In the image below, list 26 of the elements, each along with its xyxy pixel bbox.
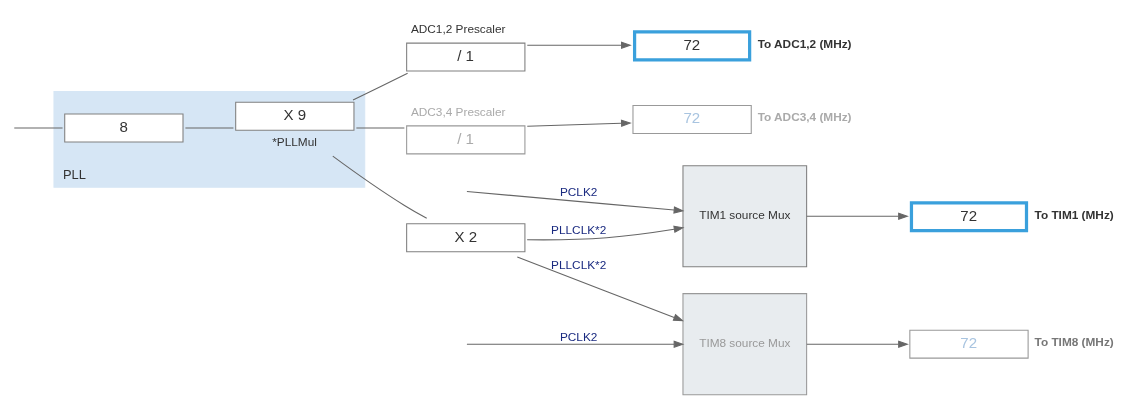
node-label: *PLLMul: [272, 135, 317, 150]
edge-label: PLLCLK*2: [551, 257, 607, 272]
arrow: [806, 340, 909, 348]
node-label: To ADC3,4 (MHz): [757, 110, 852, 125]
connector: [332, 155, 428, 219]
edge-label: PCLK2: [559, 329, 598, 344]
arrow: [526, 41, 632, 50]
node-label: To TIM1 (MHz): [1034, 207, 1114, 222]
node-label: ADC1,2 Prescaler: [410, 22, 506, 37]
arrow: [526, 119, 632, 128]
connector: [13, 127, 64, 129]
arrow: [806, 212, 909, 220]
node-label: ADC3,4 Prescaler: [410, 105, 506, 120]
connector: [184, 127, 234, 129]
node-box: TIM8 source Mux: [682, 293, 808, 396]
edge-label: PCLK2: [559, 184, 598, 199]
node-label: To ADC1,2 (MHz): [757, 36, 852, 51]
arrow: [516, 256, 684, 322]
arrow: [466, 190, 685, 214]
edge-label: PLLCLK*2: [551, 223, 607, 238]
node-label: To TIM8 (MHz): [1034, 335, 1114, 350]
arrow: [466, 340, 685, 348]
arrow: [526, 225, 685, 241]
connector: [355, 127, 405, 129]
connector: [352, 72, 409, 101]
node-box: TIM1 source Mux: [682, 165, 808, 268]
